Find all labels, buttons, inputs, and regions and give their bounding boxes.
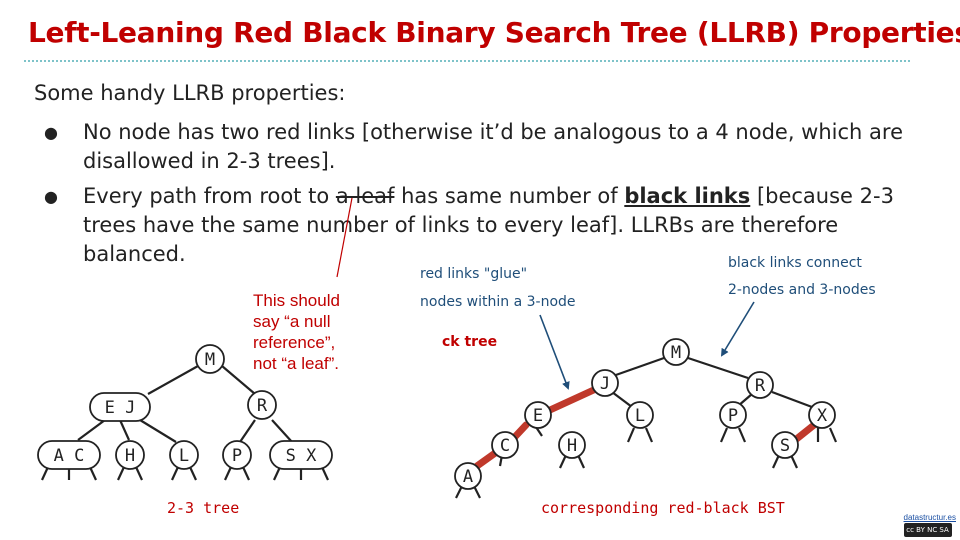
rb-node-l: L [626,401,654,429]
cc-license-icon: cc BY NC SA [903,523,952,537]
svg-text:S X: S X [286,446,317,466]
svg-text:L: L [635,406,645,426]
svg-text:X: X [817,406,828,426]
black-link-label-line2: 2-nodes and 3-nodes [728,282,876,298]
black-link-label-line1: black links connect [728,255,862,271]
svg-text:A C: A C [54,446,85,466]
two-three-node-h: H [115,440,145,470]
red-link-label-line2: nodes within a 3-node [420,294,576,310]
license-badge: datastructur.es cc BY NC SA [903,513,956,537]
svg-text:R: R [257,396,268,416]
rb-node-c: C [491,431,519,459]
red-link-label-line1: red links "glue" [420,266,528,282]
emphasis-text: black links [624,184,751,208]
two-three-node-p: P [222,440,252,470]
property-text-middle: has same number of [394,184,625,208]
property-item-no-two-red: No node has two red links [otherwise it’… [40,118,920,176]
svg-text:P: P [232,446,242,466]
rb-node-p: P [719,401,747,429]
two-three-node-m: M [195,344,225,374]
rb-bst-caption: corresponding red-black BST [541,499,785,517]
two-three-node-sx: S X [269,440,333,470]
rb-node-h: H [558,431,586,459]
two-three-node-r: R [247,390,277,420]
property-text: No node has two red links [otherwise it’… [83,120,903,173]
struck-text: a leaf [335,184,395,208]
rb-node-e: E [524,401,552,429]
svg-text:J: J [600,374,610,394]
property-item-black-links: Every path from root to a leaf has same … [40,182,920,269]
svg-text:H: H [125,446,135,466]
intro-text: Some handy LLRB properties: [34,81,346,105]
two-three-node-ac: A C [37,440,101,470]
source-link[interactable]: datastructur.es [903,513,956,522]
svg-text:E J: E J [105,398,136,418]
svg-text:P: P [728,406,738,426]
svg-text:E: E [533,406,543,426]
two-three-node-ej: E J [89,392,151,422]
correction-annotation: This should say “a null reference”, not … [253,291,340,373]
slide-title: Left-Leaning Red Black Binary Search Tre… [28,16,960,49]
black-link-callout-arrow [720,301,755,357]
svg-text:M: M [205,350,215,370]
two-three-caption: 2-3 tree [167,499,240,517]
property-text-start: Every path from root to [83,184,336,208]
svg-text:A: A [463,467,473,487]
title-divider [24,60,910,62]
two-three-node-l: L [169,440,199,470]
rb-node-j: J [591,369,619,397]
svg-text:R: R [755,376,766,396]
property-text-end: [because 2-3 trees have the same number … [83,184,894,266]
rb-node-x: X [808,401,836,429]
svg-text:H: H [567,436,577,456]
rb-node-a: A [454,462,482,490]
svg-text:L: L [179,446,189,466]
annotation-pointer [336,197,353,278]
red-link-callout-arrow [539,314,570,390]
partial-tree-label: ck tree [442,334,498,350]
svg-text:S: S [780,436,790,456]
svg-text:M: M [671,343,681,363]
svg-text:C: C [500,436,510,456]
two-three-links [41,365,329,481]
rb-node-r: R [746,371,774,399]
rb-node-m: M [662,338,690,366]
rb-black-links [455,356,838,499]
property-list: No node has two red links [otherwise it’… [40,118,920,275]
rb-node-s: S [771,431,799,459]
